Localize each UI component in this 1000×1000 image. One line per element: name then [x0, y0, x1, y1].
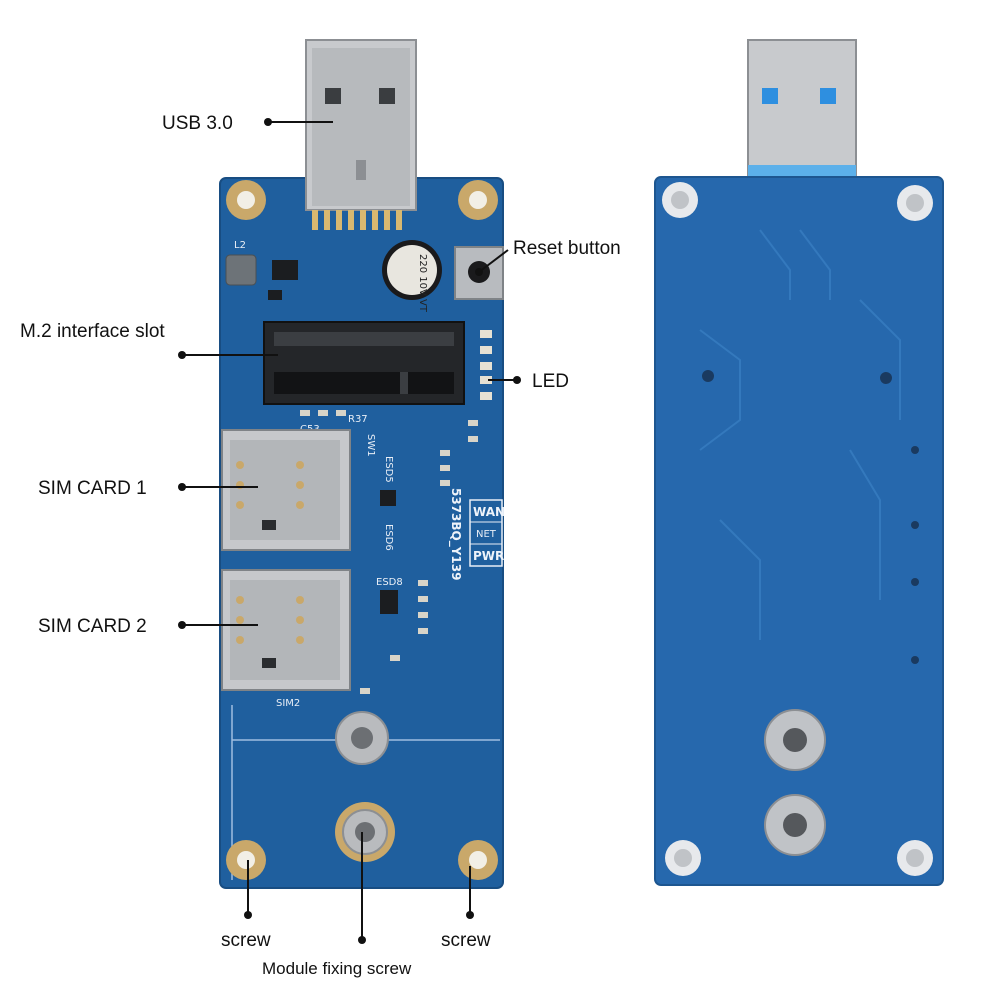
screw-hole-icon	[458, 840, 498, 880]
callout-reset: Reset button	[513, 238, 621, 259]
screw-hole-icon	[226, 180, 266, 220]
via	[911, 656, 919, 664]
screw-hole-icon	[665, 840, 701, 876]
screw-hole-icon	[458, 180, 498, 220]
silk-net: NET	[476, 529, 497, 540]
silk-pwr: PWR	[473, 549, 504, 563]
callout-usb: USB 3.0	[162, 113, 233, 134]
screw-hole-icon	[897, 840, 933, 876]
usb-a-plug-icon	[305, 39, 417, 230]
sim-socket-icon	[221, 569, 351, 691]
callout-module-screw: Module fixing screw	[262, 959, 412, 978]
screw-hole-icon	[897, 185, 933, 221]
silk-board-code: 5373BQ_Y139	[448, 488, 463, 580]
silk-r37: R37	[348, 414, 368, 425]
silk-esd5: ESD5	[383, 456, 394, 483]
back-board	[654, 39, 944, 886]
ic-chip	[272, 260, 298, 280]
via	[911, 446, 919, 454]
capacitor: 220 10V VT	[382, 240, 442, 313]
via	[880, 372, 892, 384]
smd-components	[300, 410, 478, 694]
silk-l2: L2	[234, 240, 246, 251]
back-usb-plug	[747, 39, 857, 176]
ic-chip	[268, 290, 282, 300]
ic-chip	[380, 590, 398, 614]
usb-blue-tongue	[748, 165, 856, 177]
callout-sim2: SIM CARD 2	[38, 616, 147, 637]
via	[702, 370, 714, 382]
usb-blue-contact	[762, 88, 778, 104]
callout-screw-right: screw	[441, 930, 491, 951]
silk-sw1: SW1	[365, 434, 376, 457]
standoff-icon	[335, 711, 389, 765]
pcb-traces	[699, 229, 901, 640]
via	[911, 521, 919, 529]
callout-m2: M.2 interface slot	[20, 321, 165, 342]
ic-chip	[380, 490, 396, 506]
via	[911, 578, 919, 586]
m2-connector-icon	[263, 321, 465, 405]
standoff-icon	[335, 802, 395, 862]
inductor	[225, 254, 257, 286]
cap-label: 220 10V VT	[417, 254, 428, 313]
callout-screw-left: screw	[221, 930, 271, 951]
silk-sim2: SIM2	[276, 698, 300, 709]
sim-socket-icon	[221, 429, 351, 551]
screw-hole-icon	[226, 840, 266, 880]
silk-esd6: ESD6	[383, 524, 394, 551]
led-array	[480, 330, 492, 400]
silk-wan: WAN	[473, 505, 505, 519]
usb-blue-contact	[820, 88, 836, 104]
standoff-icon	[764, 709, 826, 771]
callouts: USB 3.0 Reset button M.2 interface slot …	[20, 113, 621, 978]
screw-hole-icon	[662, 182, 698, 218]
silk-esd8: ESD8	[376, 577, 403, 588]
back-pcb	[654, 176, 944, 886]
front-board: L2 220 10V VT	[219, 39, 505, 889]
callout-led: LED	[532, 371, 569, 392]
callout-sim1: SIM CARD 1	[38, 478, 147, 499]
standoff-icon	[764, 794, 826, 856]
status-led-legend: WAN NET PWR	[469, 499, 505, 567]
